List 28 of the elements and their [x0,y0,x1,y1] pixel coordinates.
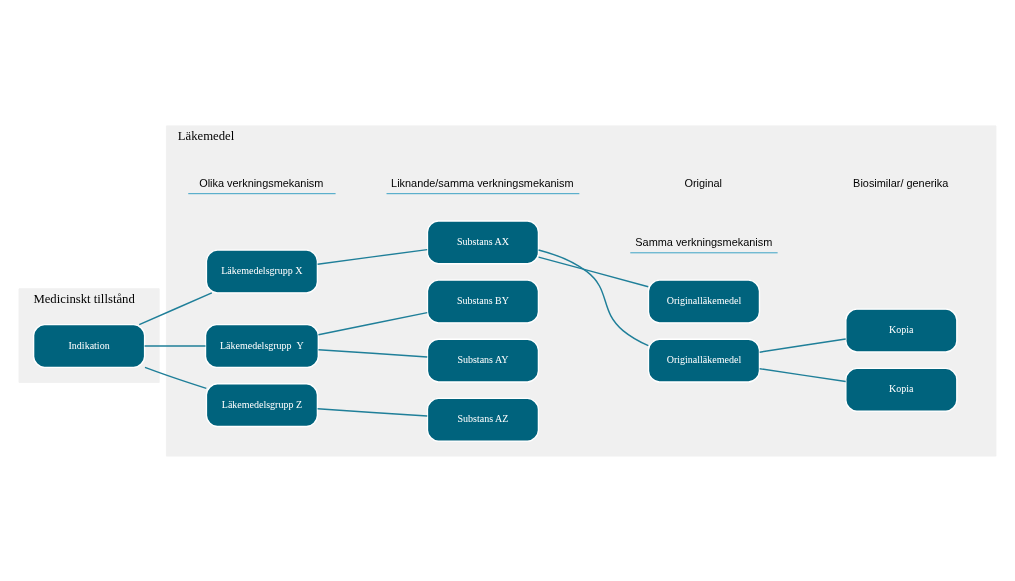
node-box: Substans BY [426,278,540,323]
node-box: Läkemedelsgrupp Y [204,323,319,368]
connector [758,337,847,353]
connector [537,248,650,346]
label: Samma verkningsmekanism [635,235,773,248]
node-box: Substans AZ [426,397,540,442]
node-box: Indikation [32,323,146,368]
connector [317,311,428,335]
connector [316,248,428,265]
connector [316,407,428,417]
node-box: Substans AX [426,219,540,264]
connector [144,366,208,389]
node-box: Läkemedelsgrupp X [205,248,319,293]
node-box: Läkemedelsgrupp Z [205,382,319,427]
connector [138,291,213,325]
node-box: Kopia [845,367,958,412]
label: Olika verkningsmekanism [199,175,324,188]
node-box: Originalläkemedel [647,278,761,323]
label: Original [684,175,722,188]
label: Liknande/samma verkningsmekanism [391,175,574,188]
connector [143,344,207,347]
node-box: Substans AY [426,338,540,383]
node-box: Kopia [845,308,958,353]
label: Biosimilar/ generika [853,175,949,188]
connector [317,348,428,358]
connector [758,367,847,382]
connector [537,255,649,287]
node-box: Originalläkemedel [647,338,761,383]
